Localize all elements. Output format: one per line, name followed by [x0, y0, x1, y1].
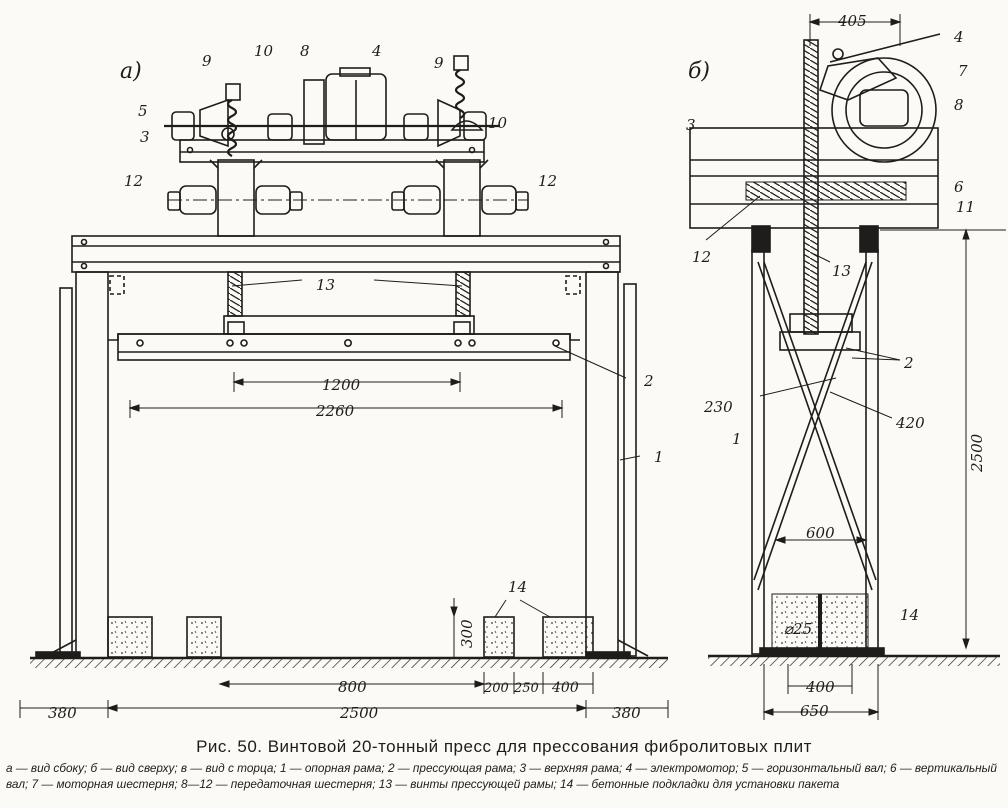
concrete-blocks-a [107, 616, 594, 658]
a-part-1: 1 [654, 448, 664, 466]
a-part-8: 8 [300, 42, 310, 60]
b-part-8: 8 [954, 96, 964, 114]
b-part-6: 6 [954, 178, 964, 196]
a-part-3: 3 [140, 128, 150, 146]
b-part-2: 2 [903, 354, 914, 372]
figure-legend: а — вид сбоку; б — вид сверху; в — вид с… [6, 761, 997, 791]
a-part-10: 10 [254, 42, 274, 60]
top-screws-a [225, 55, 484, 157]
b-part-7: 7 [958, 62, 968, 80]
a-part-12: 12 [124, 172, 143, 190]
a-part-13: 13 [316, 276, 335, 294]
view-b-label: б) [688, 59, 710, 84]
a-part-10b: 10 [488, 114, 508, 132]
a-part-12b: 12 [538, 172, 557, 190]
ground-line-a [30, 656, 668, 668]
dimensions-b [705, 14, 1006, 720]
b-dim-405: 405 [837, 12, 867, 30]
gear-shafts-a [167, 185, 529, 215]
b-part-14: 14 [900, 606, 919, 624]
b-part-12: 12 [692, 248, 711, 266]
a-part-14: 14 [508, 578, 527, 596]
side-view [19, 55, 669, 718]
b-part-3: 3 [686, 116, 696, 134]
figure-title: Рис. 50. Винтовой 20-тонный пресс для пр… [196, 737, 812, 756]
view-a-label: а) [120, 59, 142, 84]
a-dim-400: 400 [551, 680, 579, 696]
a-part-4: 4 [371, 42, 382, 60]
dimensions-a [19, 279, 669, 718]
a-dim-300: 300 [458, 619, 476, 648]
b-dim-2500: 2500 [968, 433, 986, 473]
b-part-11: 11 [956, 198, 975, 216]
support-frame [35, 235, 649, 659]
press-screws-a [227, 271, 471, 317]
motor-a [303, 67, 387, 145]
motor-b [818, 33, 941, 163]
a-dim-200: 200 [483, 681, 509, 696]
a-part-2: 2 [643, 372, 654, 390]
upper-posts-a [209, 159, 489, 237]
b-part-4: 4 [953, 28, 964, 46]
a-part-9: 9 [202, 52, 212, 70]
ground-line-b [708, 654, 1000, 666]
a-dim-250: 250 [513, 681, 539, 696]
b-part-13: 13 [832, 262, 851, 280]
a-dim-2260: 2260 [315, 402, 355, 420]
b-dim-600: 600 [806, 524, 835, 542]
b-dim-phi25: ⌀25 [784, 620, 812, 638]
b-dim-400: 400 [805, 678, 835, 696]
a-dim-1200: 1200 [322, 376, 361, 394]
a-part-9b: 9 [434, 54, 444, 72]
a-dim-380-left: 380 [48, 704, 77, 722]
a-dim-2500: 2500 [339, 704, 379, 722]
pressing-frame [108, 315, 580, 361]
top-frame-b [689, 127, 939, 253]
a-dim-380-right: 380 [612, 704, 641, 722]
a-part-5: 5 [138, 102, 148, 120]
b-dim-230: 230 [703, 398, 733, 416]
top-view [689, 14, 1006, 720]
b-dim-420: 420 [895, 414, 925, 432]
a-dim-800: 800 [338, 678, 367, 696]
horizontal-shaft-a [164, 98, 500, 148]
b-part-1: 1 [732, 430, 742, 448]
b-dim-650: 650 [800, 702, 829, 720]
